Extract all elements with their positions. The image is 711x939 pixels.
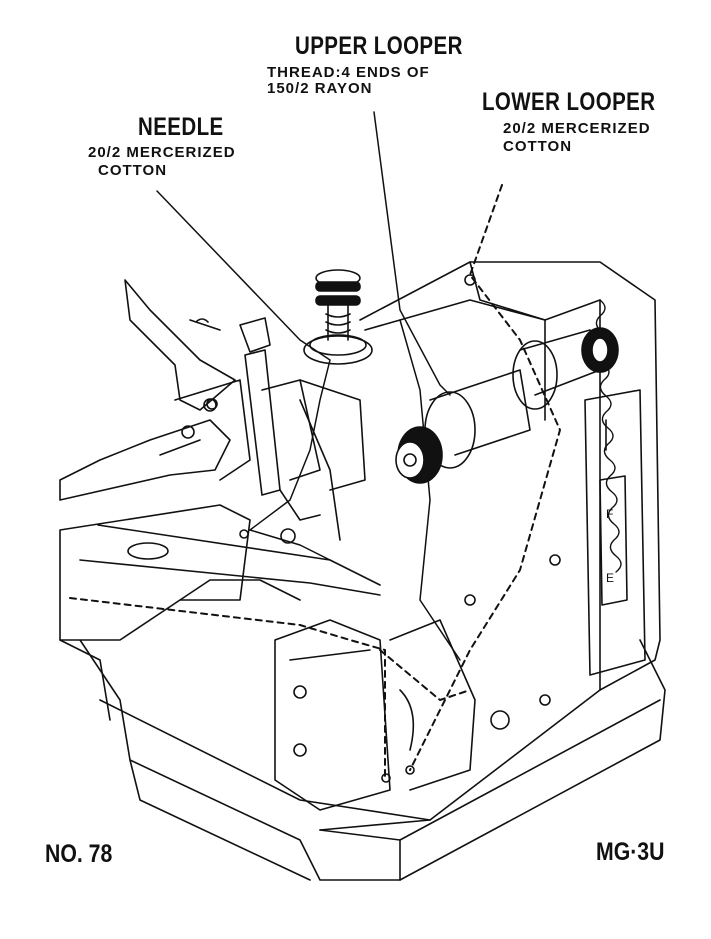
needle-thread-line2: COTTON — [98, 162, 168, 179]
upper-looper-title: UPPER LOOPER — [295, 32, 463, 60]
lower-looper-thread-line1: 20/2 MERCERIZED — [503, 120, 651, 137]
panel-letter-top: F — [606, 507, 613, 521]
needle-head — [239, 317, 366, 544]
upper-tension-disk — [303, 269, 373, 365]
thread-paths — [69, 111, 561, 781]
looper-cover — [206, 274, 561, 811]
needle-title: NEEDLE — [138, 113, 224, 141]
throat-plate — [59, 504, 301, 721]
upper-looper-thread — [373, 111, 461, 661]
upper-looper-thread-line1: THREAD:4 ENDS OF — [267, 64, 430, 81]
needle-thread — [156, 190, 331, 561]
lower-looper-thread — [409, 184, 561, 771]
upper-looper-thread-line2: 150/2 RAYON — [267, 80, 373, 97]
model-code: MG·3U — [596, 838, 665, 866]
thread-spools — [395, 327, 619, 484]
panel-letter-bottom: E — [606, 571, 614, 585]
lower-looper-thread-line2: COTTON — [503, 138, 573, 155]
lower-looper-title: LOWER LOOPER — [482, 88, 656, 116]
figure-number: NO. 78 — [45, 840, 113, 868]
needle-thread-line1: 20/2 MERCERIZED — [88, 144, 236, 161]
presser-foot — [59, 279, 251, 501]
